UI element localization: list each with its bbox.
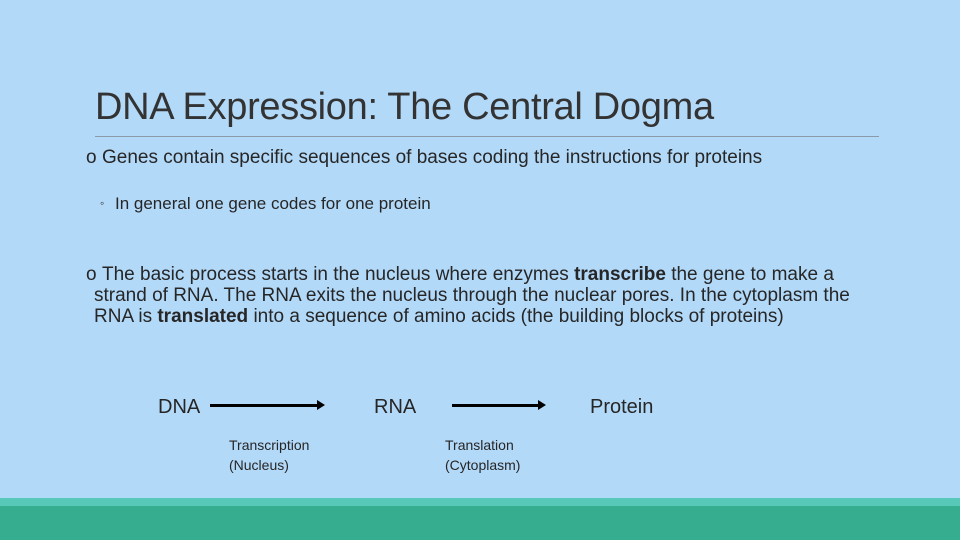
caption-transcription-line2: (Nucleus): [229, 457, 289, 473]
slide-title: DNA Expression: The Central Dogma: [95, 86, 714, 128]
footer-band-dark: [0, 506, 960, 540]
bullet-process-text: The basic process starts in the nucleus …: [86, 264, 876, 327]
bullet-genes: o Genes contain specific sequences of ba…: [86, 147, 876, 168]
bold-translated: translated: [157, 306, 249, 327]
caption-translation-line1: Translation: [445, 437, 514, 453]
caption-transcription: Transcription (Nucleus): [229, 435, 309, 475]
footer-band-light: [0, 498, 960, 506]
title-divider: [95, 136, 879, 137]
label-rna: RNA: [374, 396, 417, 418]
sub-bullet-text: In general one gene codes for one protei…: [115, 194, 431, 213]
caption-translation: Translation (Cytoplasm): [445, 435, 520, 475]
label-protein: Protein: [590, 396, 654, 418]
arrow-right-icon: [210, 400, 325, 410]
sub-bullet-marker: ◦: [100, 196, 105, 210]
bullet-marker: o: [86, 147, 97, 168]
process-text-part3: into a sequence of amino acids (the buil…: [248, 306, 784, 327]
caption-translation-line2: (Cytoplasm): [445, 457, 521, 473]
process-text-part1: The basic process starts in the nucleus …: [102, 264, 575, 285]
bullet-genes-text: Genes contain specific sequences of base…: [102, 147, 763, 168]
bullet-process: o The basic process starts in the nucleu…: [86, 264, 876, 327]
process-text-part2: the gene to make a strand of RNA. The RN…: [94, 264, 850, 327]
caption-transcription-line1: Transcription: [229, 437, 310, 453]
label-dna: DNA: [158, 396, 201, 418]
arrow-right-icon: [452, 400, 546, 410]
sub-bullet-one-gene: ◦ In general one gene codes for one prot…: [100, 194, 431, 214]
bullet-marker: o: [86, 264, 97, 285]
bold-transcribe: transcribe: [574, 264, 666, 285]
